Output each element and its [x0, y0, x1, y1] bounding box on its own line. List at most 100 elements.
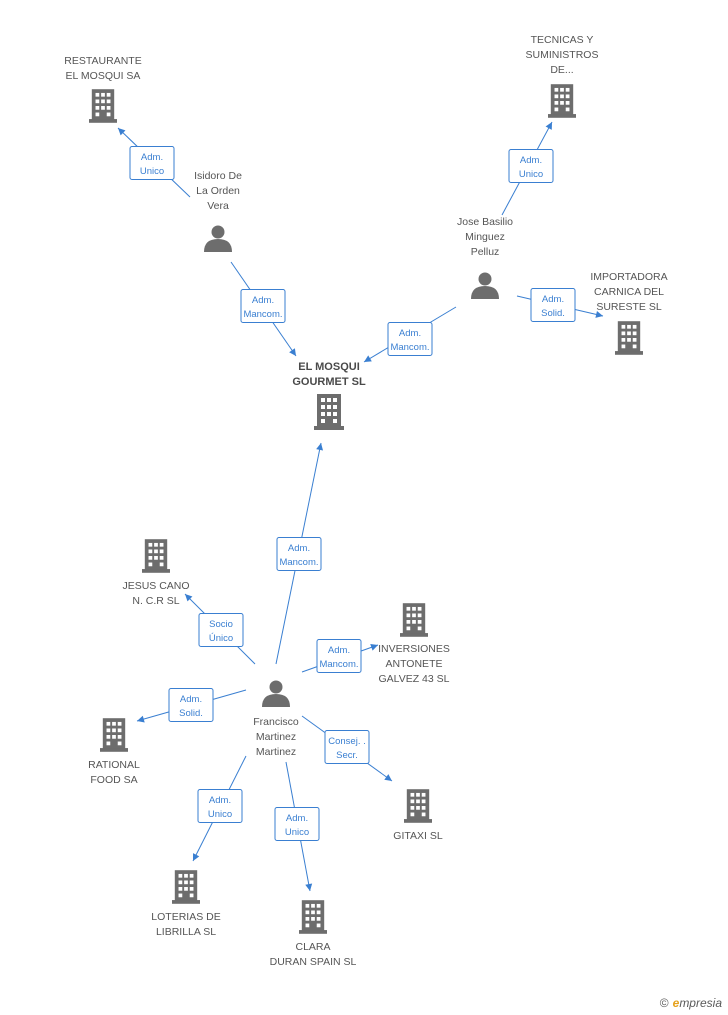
node-tecnicas[interactable]: TECNICAS YSUMINISTROSDE...: [526, 34, 599, 118]
node-label: Martinez: [256, 731, 296, 743]
node-importadora[interactable]: IMPORTADORA CARNICA DEL SURESTE SL: [590, 271, 668, 355]
node-label: LIBRILLA SL: [156, 926, 216, 938]
edge-label-text: Adm.: [520, 155, 542, 166]
arrow-head-icon: [118, 128, 126, 136]
node-center[interactable]: EL MOSQUI GOURMET SL: [292, 361, 366, 430]
company-building-icon: [400, 603, 428, 637]
node-label: DURAN SPAIN SL: [270, 956, 357, 968]
edge-isidoro-center: Adm. Mancom.: [230, 261, 297, 357]
edge-label-text: Mancom.: [319, 659, 358, 670]
person-icon: [262, 680, 290, 707]
arrow-head-icon: [185, 594, 193, 602]
node-label: SURESTE SL: [596, 301, 662, 313]
node-label: EL MOSQUI: [298, 361, 360, 373]
person-icon: [204, 225, 232, 252]
node-label: IMPORTADORA: [590, 271, 667, 283]
edge-label-text: Unico: [285, 827, 309, 838]
edge-label-text: Unico: [519, 169, 543, 180]
edge-label-box[interactable]: Adm.Unico: [129, 146, 175, 180]
company-building-icon: [548, 84, 576, 118]
node-label: Vera: [207, 200, 229, 212]
arrow-head-icon: [364, 355, 372, 362]
edge-label-box[interactable]: Consej. . Secr.: [324, 730, 370, 764]
node-label: Pelluz: [471, 246, 500, 258]
edge-label-box[interactable]: Adm. Solid.: [530, 288, 576, 322]
node-label: Martinez: [256, 746, 296, 758]
node-label: ANTONETE: [386, 658, 443, 670]
edge-label-text: Mancom.: [390, 342, 429, 353]
edge-label-box[interactable]: Adm.Mancom.: [316, 639, 362, 673]
edge-label-text: Único: [209, 633, 233, 644]
node-label: INVERSIONES: [378, 643, 450, 655]
node-label: LOTERIAS DE: [151, 911, 220, 923]
node-clara[interactable]: CLARA DURAN SPAIN SL: [270, 900, 357, 968]
brand-initial: e: [672, 996, 680, 1010]
edge-label-text: Solid.: [179, 708, 203, 719]
node-label: GITAXI SL: [393, 830, 443, 842]
node-rational[interactable]: RATIONAL FOOD SA: [88, 718, 140, 786]
brand-name: mpresia: [679, 996, 722, 1010]
node-label: CLARA: [295, 941, 330, 953]
node-label: EL MOSQUI SA: [66, 70, 141, 82]
edge-label-text: Unico: [208, 809, 232, 820]
company-building-icon: [172, 870, 200, 904]
edge-jose-importadora: Adm. Solid.: [516, 288, 604, 322]
node-loterias[interactable]: LOTERIAS DE LIBRILLA SL: [151, 870, 221, 938]
edge-label-text: Consej. .: [328, 736, 366, 747]
edge-label-text: Adm.: [141, 152, 163, 163]
edge-francisco-inversiones: Adm.Mancom.: [301, 639, 379, 673]
edge-francisco-center: Adm.Mancom.: [275, 442, 324, 665]
company-building-icon: [404, 789, 432, 823]
node-label: GOURMET SL: [292, 376, 366, 388]
node-label: RATIONAL: [88, 759, 140, 771]
arrow-head-icon: [193, 853, 200, 861]
node-inversiones[interactable]: INVERSIONES ANTONETE GALVEZ 43 SL: [378, 603, 450, 685]
arrow-head-icon: [384, 774, 392, 781]
company-building-icon: [89, 89, 117, 123]
company-building-icon: [299, 900, 327, 934]
node-label: TECNICAS Y: [531, 34, 594, 46]
arrow-head-icon: [370, 644, 378, 651]
edge-label-box[interactable]: Adm.Mancom.: [387, 322, 433, 356]
edge-label-box[interactable]: Adm. Unico: [508, 149, 554, 183]
edge-francisco-gitaxi: Consej. . Secr.: [301, 715, 393, 782]
arrow-head-icon: [289, 348, 296, 356]
node-label: GALVEZ 43 SL: [378, 673, 449, 685]
edge-label-text: Solid.: [541, 308, 565, 319]
company-building-icon: [142, 539, 170, 573]
edge-label-text: Adm.: [252, 295, 274, 306]
node-label: CARNICA DEL: [594, 286, 664, 298]
node-label: FOOD SA: [90, 774, 137, 786]
arrow-head-icon: [545, 122, 552, 130]
edge-label-box[interactable]: Adm.Solid.: [168, 688, 214, 722]
edge-label-text: Secr.: [336, 750, 358, 761]
node-label: Isidoro De: [194, 170, 242, 182]
node-label: Jose Basilio: [457, 216, 513, 228]
node-label: Francisco: [253, 716, 299, 728]
arrow-head-icon: [137, 715, 145, 723]
edge-label-box[interactable]: Adm.Mancom.: [276, 537, 322, 571]
copyright-icon: ©: [659, 996, 669, 1010]
node-label: JESUS CANO: [122, 580, 189, 592]
edge-label-box[interactable]: Adm.Unico: [274, 807, 320, 841]
edge-label-text: Mancom.: [243, 309, 282, 320]
edge-label-box[interactable]: Adm. Unico: [197, 789, 243, 823]
edge-label-text: Adm.: [209, 795, 231, 806]
node-label: SUMINISTROS: [526, 49, 599, 61]
arrow-head-icon: [595, 311, 603, 318]
edge-francisco-loterias: Adm. Unico: [192, 755, 247, 862]
edge-label-box[interactable]: Adm. Mancom.: [240, 289, 286, 323]
company-building-icon-highlighted: [314, 394, 344, 430]
node-gitaxi[interactable]: GITAXI SL: [393, 789, 443, 842]
edge-label-text: Adm.: [542, 294, 564, 305]
node-label: Minguez: [465, 231, 505, 243]
edges-layer: Adm.UnicoAdm.Mancom.Adm.UnicoAdm.Mancom.…: [117, 121, 604, 892]
